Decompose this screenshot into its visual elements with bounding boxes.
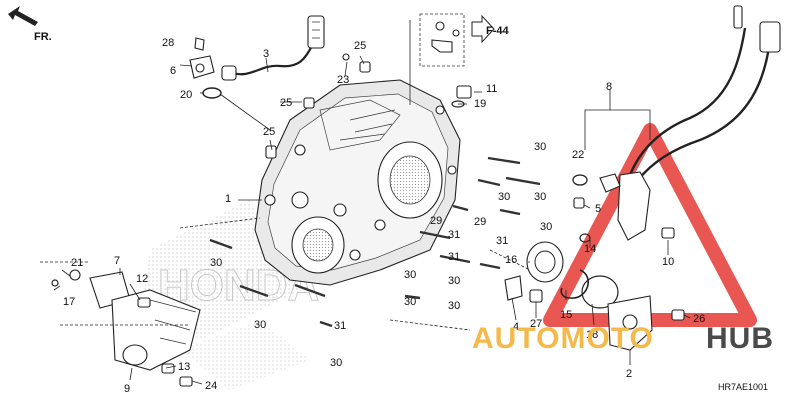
callout-20: 20 <box>180 89 192 101</box>
callout-5: 5 <box>595 203 601 215</box>
callout-3: 3 <box>263 48 269 60</box>
callout-31-b: 31 <box>496 235 508 247</box>
callout-16: 16 <box>505 254 517 266</box>
callout-18: 18 <box>586 329 598 341</box>
callout-29-right: 29 <box>474 216 486 228</box>
callout-26: 26 <box>693 313 705 325</box>
callout-30-k: 30 <box>330 357 342 369</box>
callout-21: 21 <box>71 257 83 269</box>
seal-and-cover-parts <box>504 197 685 351</box>
callout-19: 19 <box>474 98 486 110</box>
callout-24: 24 <box>205 380 217 392</box>
tensioner-assembly <box>51 269 201 387</box>
callout-6: 6 <box>170 65 176 77</box>
reference-box-f44: F-44 <box>419 13 510 67</box>
callout-30-f: 30 <box>404 269 416 281</box>
callout-8: 8 <box>606 81 612 93</box>
callout-4: 4 <box>513 321 519 333</box>
bolts <box>209 156 541 328</box>
watermark-automoto: AUTOMOTO <box>472 322 654 355</box>
harness-wire <box>221 15 325 81</box>
watermark-hub: HUB <box>706 322 774 355</box>
dowel-pins <box>265 53 371 159</box>
callout-30-j: 30 <box>254 319 266 331</box>
callout-25-middle: 25 <box>280 97 292 109</box>
callout-30-d: 30 <box>540 221 552 233</box>
callout-23: 23 <box>337 74 349 86</box>
callout-30-h: 30 <box>448 275 460 287</box>
plug-and-oring <box>451 85 472 108</box>
callout-30-b: 30 <box>498 191 510 203</box>
callout-11: 11 <box>486 83 497 95</box>
callout-14: 14 <box>584 243 596 255</box>
callout-15: 15 <box>560 309 572 321</box>
callout-9: 9 <box>124 383 130 395</box>
callout-12: 12 <box>136 273 148 285</box>
watermark-text: AUTOMOTO HUB <box>472 322 774 355</box>
callout-30-a: 30 <box>534 141 546 153</box>
callout-30-e: 30 <box>210 257 222 269</box>
callout-1: 1 <box>225 193 231 205</box>
speed-sensor <box>189 37 222 99</box>
callout-17: 17 <box>63 296 75 308</box>
callout-25-lower: 25 <box>263 126 275 138</box>
callout-22: 22 <box>572 149 584 161</box>
callout-31-c: 31 <box>448 251 460 263</box>
callout-labels: 1 2 3 4 5 6 7 8 9 10 11 12 13 14 15 16 1… <box>63 37 705 395</box>
callout-25-top: 25 <box>354 40 366 52</box>
callout-10: 10 <box>662 256 674 268</box>
direction-label: FR. <box>34 31 52 43</box>
callout-30-i: 30 <box>448 300 460 312</box>
callout-31-d: 31 <box>334 320 346 332</box>
callout-13: 13 <box>178 361 190 373</box>
callout-2: 2 <box>626 368 632 380</box>
callout-29-left: 29 <box>430 215 442 227</box>
callout-30-c: 30 <box>534 191 546 203</box>
reference-label: F-44 <box>486 25 510 37</box>
front-direction-arrow: FR. <box>8 6 52 43</box>
leader-lines <box>40 20 691 385</box>
callout-27: 27 <box>530 318 542 330</box>
callout-30-g: 30 <box>404 296 416 308</box>
callout-7: 7 <box>114 255 120 267</box>
right-harness <box>572 5 781 241</box>
callout-31-a: 31 <box>448 229 460 241</box>
diagram-code: HR7AE1001 <box>718 382 768 392</box>
crankcase-cover <box>254 79 461 286</box>
callout-28: 28 <box>162 37 174 49</box>
